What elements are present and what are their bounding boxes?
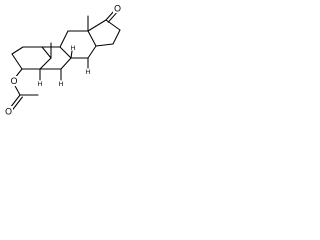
bond-c4	[87, 45, 97, 59]
bond-lines	[9, 10, 121, 111]
bond-acyl-carbonyl-2	[11, 96, 23, 111]
atom-labels: O O O H H H H	[4, 3, 122, 117]
hydrogen-c9-label: H	[71, 45, 76, 52]
bond-a6	[11, 53, 23, 70]
bond-c1	[59, 30, 69, 48]
bond-c17-carbonyl-1	[105, 10, 115, 21]
ester-carbonyl-oxygen-label: O	[5, 107, 12, 117]
bond-c3	[87, 30, 97, 47]
bond-d2	[112, 29, 121, 45]
hydrogen-c14-label: H	[86, 69, 91, 76]
ester-oxygen-label: O	[11, 76, 18, 86]
hydrogen-c5-label: H	[38, 81, 43, 88]
bond-d3	[105, 19, 121, 31]
bond-b2	[59, 46, 72, 59]
bond-d4	[87, 19, 107, 32]
bond-a3	[41, 46, 52, 59]
bond-b3	[60, 57, 72, 70]
ester-carbonyl-oxygen-mask	[4, 106, 13, 116]
bond-a1	[11, 46, 24, 55]
bond-a4	[39, 57, 52, 70]
bond-d1	[95, 43, 114, 47]
ketone-oxygen-label: O	[114, 4, 121, 14]
bond-acyl-carbonyl-1	[9, 94, 21, 109]
ester-oxygen-mask	[9, 76, 19, 86]
bond-c17-carbonyl-2	[107, 12, 117, 23]
ketone-oxygen-mask	[113, 3, 122, 13]
bond-hydrogen-c9	[70, 50, 73, 59]
hydrogen-c8-label: H	[59, 81, 64, 88]
steroid-structure-diagram: O O O H H H H	[4, 3, 122, 117]
